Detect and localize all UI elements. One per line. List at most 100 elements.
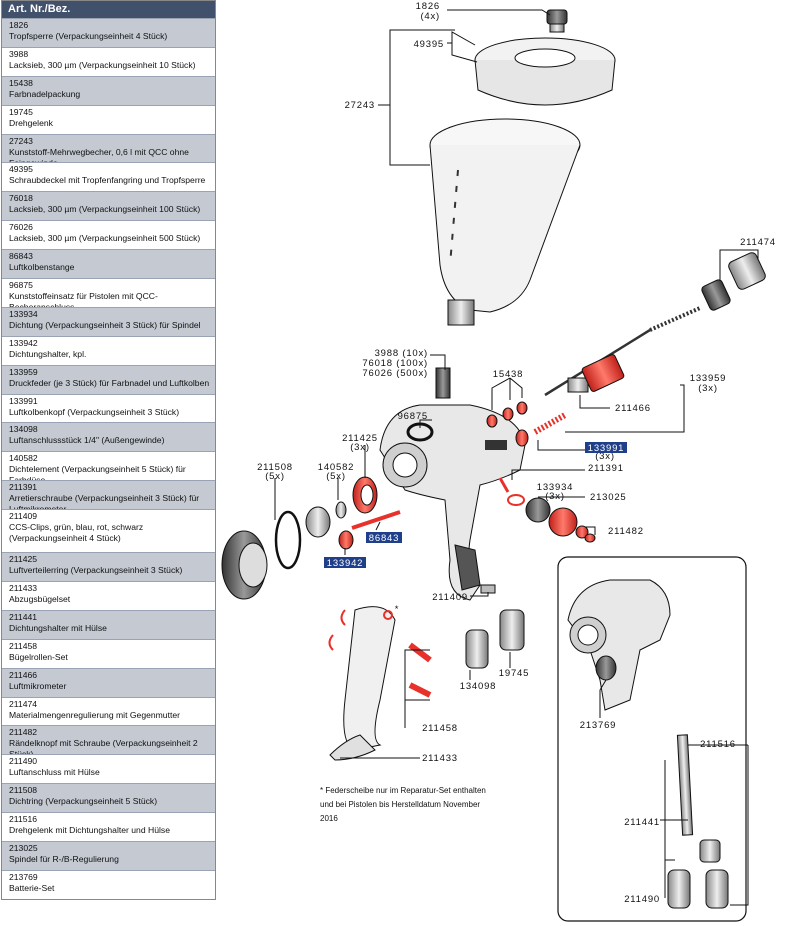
battery-part (595, 655, 617, 681)
air-distribution-ring-part (352, 476, 378, 514)
footnote-line-3: 2016 (320, 814, 338, 823)
part-callout-211516: 211516 (700, 739, 736, 750)
part-description: Dichtungshalter mit Hülse (9, 622, 107, 633)
part-description: Bügelrollen-Set (9, 651, 68, 662)
part-callout-133934q: (3x) (545, 491, 565, 502)
part-callout-213769: 213769 (580, 720, 617, 731)
part-callout-box-133942: 133942 (324, 557, 366, 569)
part-description: Arretierschraube (Verpackungseinheit 3 S… (9, 493, 200, 509)
part-description: Dichtungshalter, kpl. (9, 348, 87, 359)
part-callout-211508: 211508 (257, 462, 293, 473)
part-callout-27243: 27243 (345, 100, 375, 111)
part-number: 211516 (9, 814, 38, 825)
spring-part (515, 412, 567, 447)
part-callout-211482: 211482 (608, 526, 644, 537)
part-number: 211409 (9, 511, 38, 522)
part-callout-211508q: (5x) (265, 471, 285, 482)
part-description: Luftkolbenkopf (Verpackungseinheit 3 Stü… (9, 406, 180, 417)
part-number: 96875 (9, 280, 33, 291)
part-callout-211433: 211433 (422, 753, 458, 764)
part-description: CCS-Clips, grün, blau, rot, schwarz (Ver… (9, 522, 144, 544)
part-number: 133959 (9, 366, 38, 377)
locking-screw-part (498, 477, 525, 506)
part-callout-1826: 1826 (416, 1, 440, 12)
part-callout-86843: 86843 (369, 533, 399, 544)
part-description: Rändelknopf mit Schraube (Verpackungsein… (9, 738, 198, 754)
part-description: Luftverteilerring (Verpackungseinheit 3 … (9, 565, 183, 576)
needle-packing-part (486, 401, 528, 428)
part-callout-76018: 76018 (100x) (362, 358, 428, 369)
part-callout-211441: 211441 (624, 817, 660, 828)
air-piston-rod-part (338, 510, 401, 550)
inset-swivel-part (667, 734, 729, 909)
part-number: 133991 (9, 395, 38, 406)
part-number: 27243 (9, 135, 33, 146)
part-callout-133942: 133942 (327, 558, 364, 569)
part-number: 211466 (9, 669, 38, 680)
part-callout-211425q: (3x) (350, 442, 370, 453)
part-description: Lacksieb, 300 µm (Verpackungseinheit 10 … (9, 59, 196, 70)
part-description: Luftanschluss mit Hülse (9, 767, 100, 778)
part-description: Drehgelenk (9, 117, 53, 128)
part-callout-133934: 133934 (537, 482, 574, 493)
part-number: 49395 (9, 164, 33, 175)
part-callout-134098: 134098 (460, 681, 497, 692)
part-description: Lacksieb, 300 µm (Verpackungseinheit 100… (9, 204, 201, 215)
part-description: Materialmengenregulierung mit Gegenmutte… (9, 709, 181, 720)
part-number: 86843 (9, 251, 33, 262)
part-callout-133991: 133991 (588, 443, 625, 454)
part-callout-star: * (395, 604, 400, 615)
part-description: Dichtung (Verpackungseinheit 3 Stück) fü… (9, 319, 201, 330)
nozzle-part (305, 506, 331, 538)
part-callout-133959q: (3x) (698, 383, 718, 394)
part-number: 76018 (9, 193, 33, 204)
part-callout-15438: 15438 (493, 369, 523, 380)
part-description: Luftanschlussstück 1/4" (Außengewinde) (9, 435, 165, 446)
inset-gun-body (567, 579, 671, 711)
material-regulation-part (701, 252, 766, 311)
part-callout-211425: 211425 (342, 433, 378, 444)
part-number: 211433 (9, 583, 38, 594)
part-description: Lacksieb, 300 µm (Verpackungseinheit 500… (9, 233, 201, 244)
part-callout-140582: 140582 (318, 462, 355, 473)
part-description: Luftmikrometer (9, 680, 67, 691)
part-description: Dichtelement (Verpackungseinheit 5 Stück… (9, 464, 186, 480)
part-callout-box-86843: 86843 (366, 532, 402, 544)
part-number: 1826 (9, 20, 29, 30)
part-callout-76026: 76026 (500x) (362, 368, 428, 379)
part-number: 134098 (9, 424, 38, 435)
part-description: Schraubdeckel mit Tropfenfangring und Tr… (9, 175, 206, 186)
part-callout-211391: 211391 (588, 463, 624, 474)
part-description: Farbnadelpackung (9, 88, 81, 99)
spray-gun-body (379, 404, 526, 601)
cup-lid-part (474, 37, 616, 106)
inset-frame (557, 556, 747, 922)
part-description: Dichtring (Verpackungseinheit 5 Stück) (9, 796, 158, 807)
part-callout-211458: 211458 (422, 723, 458, 734)
